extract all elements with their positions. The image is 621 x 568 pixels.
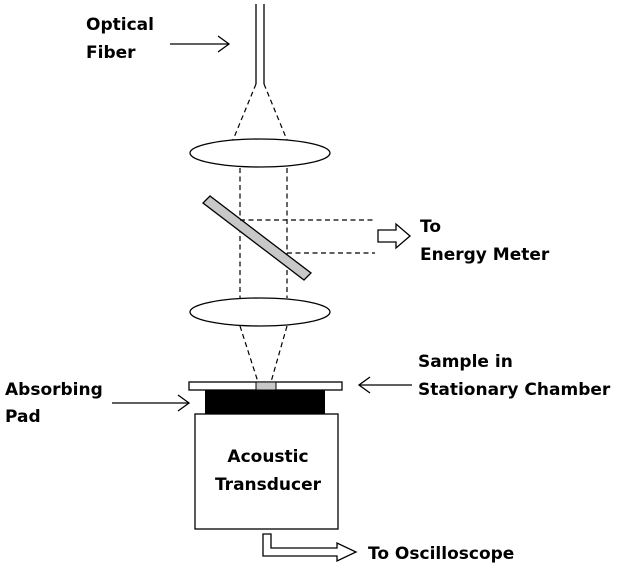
energy-meter-label-line1: To xyxy=(420,217,441,237)
sample-label-line2: Stationary Chamber xyxy=(418,380,611,400)
absorbing-pad xyxy=(205,390,325,414)
energy-meter-arrow xyxy=(377,222,411,250)
optical-fiber-label-line2: Fiber xyxy=(86,43,136,63)
beam-splitter xyxy=(202,195,312,281)
fiber-pointer-arrow xyxy=(170,35,231,53)
optical-fiber-label-line1: Optical xyxy=(86,15,154,35)
pad-pointer-arrow xyxy=(112,394,191,412)
focusing-lens xyxy=(189,297,331,327)
fiber-beam-cone xyxy=(232,83,288,141)
absorbing-pad-label-line2: Pad xyxy=(5,407,41,427)
optical-fiber xyxy=(255,4,265,84)
reflected-beam xyxy=(240,219,375,254)
sample xyxy=(255,381,277,391)
transducer-label-line2: Transducer xyxy=(215,475,322,495)
sample-pointer-arrow xyxy=(357,376,412,394)
oscilloscope-label: To Oscilloscope xyxy=(368,544,514,564)
sample-label-line1: Sample in xyxy=(418,352,513,372)
focused-beam-cone xyxy=(239,325,288,383)
collimating-lens xyxy=(189,138,331,168)
transducer-label-line1: Acoustic xyxy=(227,447,308,467)
acoustic-transducer xyxy=(194,413,339,530)
oscilloscope-arrow xyxy=(262,533,358,563)
collimated-beam xyxy=(239,168,288,298)
absorbing-pad-label-line1: Absorbing xyxy=(5,380,103,400)
energy-meter-label-line2: Energy Meter xyxy=(420,245,550,265)
